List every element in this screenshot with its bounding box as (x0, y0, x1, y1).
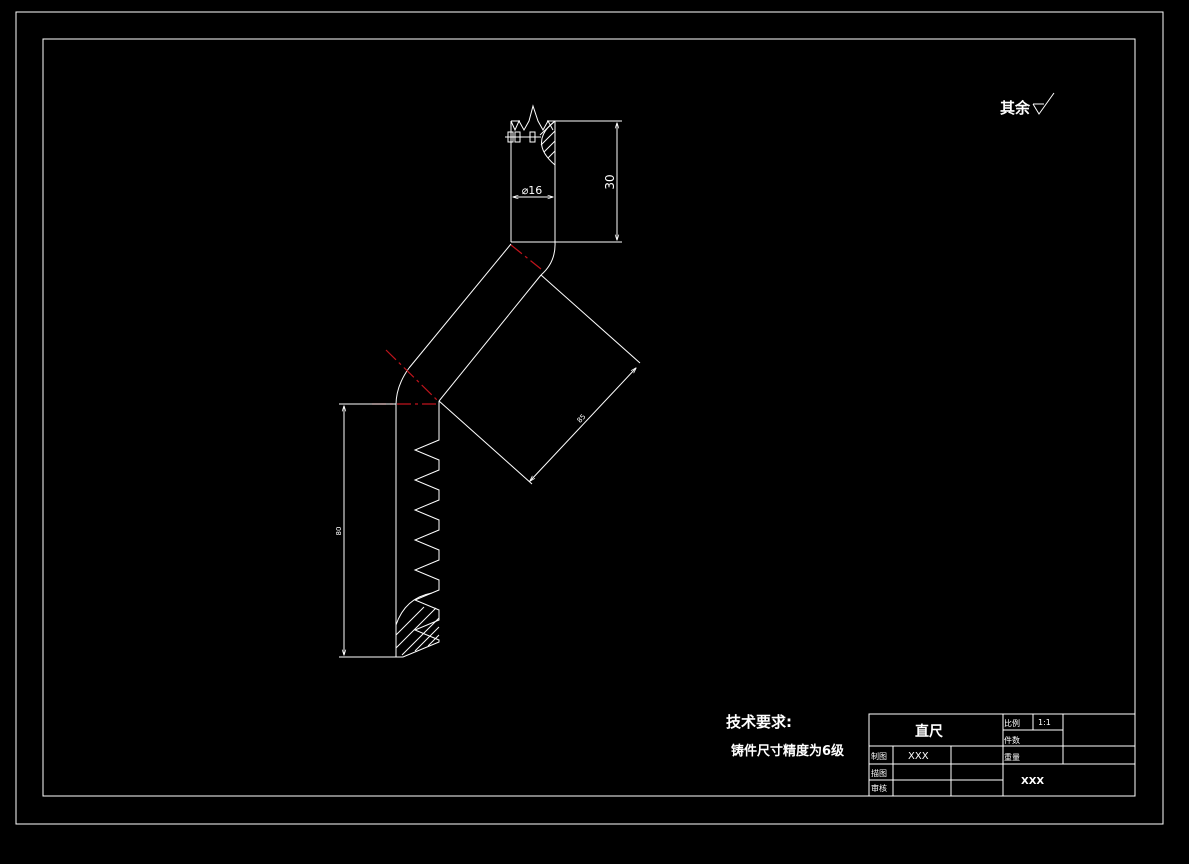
designer-label: 制图 (871, 751, 887, 761)
scale-value: 1:1 (1038, 718, 1051, 727)
dim-rack-length-text: 80 (335, 527, 343, 536)
surface-finish-note: 其余 (1000, 92, 1055, 117)
part-name: 直尺 (915, 723, 943, 740)
bottom-hatching (395, 606, 440, 656)
dimension-shank-length: 30 (555, 120, 622, 243)
tech-requirements-line1: 铸件尺寸精度为6级 (731, 743, 845, 759)
top-hatching (539, 120, 556, 159)
tech-requirements-title: 技术要求: (726, 713, 792, 731)
dim-shank-length-text: 30 (603, 174, 617, 189)
tech-requirements: 技术要求: 铸件尺寸精度为6级 (726, 713, 845, 759)
company-name: XXX (1021, 776, 1044, 787)
dimension-diagonal: 85 (438, 274, 641, 485)
dimension-diameter: ⌀16 (513, 184, 553, 197)
rack-teeth (396, 401, 440, 658)
part-outline (395, 104, 556, 658)
designer-value: XXX (908, 751, 929, 762)
inner-frame (42, 38, 1136, 797)
material-label: 件数 (1004, 735, 1020, 745)
dim-diameter-text: ⌀16 (522, 184, 543, 197)
weight-label: 重量 (1004, 752, 1020, 762)
surface-finish-text: 其余 (1000, 99, 1031, 117)
drafter-label: 描图 (871, 768, 887, 778)
scale-label: 比例 (1004, 718, 1020, 728)
checker-label: 审核 (871, 783, 887, 793)
title-block: 直尺 比例 1:1 件数 制图 XXX 描图 审核 重量 XXX (868, 713, 1136, 797)
roughness-symbol-icon (1032, 92, 1055, 115)
dim-diagonal-text: 85 (576, 413, 588, 425)
outer-frame (15, 11, 1164, 825)
dimension-rack-length: 80 (335, 403, 396, 658)
